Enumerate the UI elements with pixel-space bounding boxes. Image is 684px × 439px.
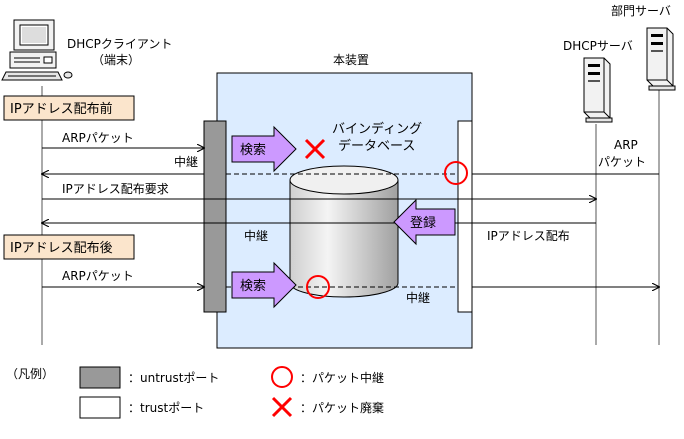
svg-text:登録: 登録	[410, 216, 436, 231]
arp-packet-label-2: ARPパケット	[62, 269, 134, 283]
search-arrow-1: 検索	[231, 125, 297, 173]
legend-title: （凡例）	[6, 367, 54, 381]
trust-port	[457, 120, 473, 313]
binding-database-cylinder	[289, 165, 399, 298]
arp-packet-label-1: ARPパケット	[62, 131, 134, 145]
relay-label-3: 中継	[406, 290, 430, 305]
client-sub: （端末）	[92, 53, 140, 67]
relay-label-2: 中継	[244, 228, 268, 243]
legend-untrust-label: ：untrustポート	[128, 371, 219, 385]
arp-label-1: ARP	[614, 138, 638, 152]
relay-mark-1	[444, 161, 468, 185]
dept-server-label: 部門サーバ	[611, 3, 671, 18]
phase-before-box	[3, 95, 135, 121]
discard-mark	[304, 138, 326, 160]
svg-text:検索: 検索	[240, 279, 266, 294]
search-arrow-2: 検索	[231, 261, 297, 309]
register-arrow: 登録	[393, 198, 456, 246]
dhcp-server-icon	[583, 57, 613, 123]
legend-trust-swatch	[79, 396, 121, 419]
ip-request-label: IPアドレス配布要求	[62, 182, 169, 196]
ip-distribute-label: IPアドレス配布	[487, 229, 570, 243]
relay-label-1: 中継	[174, 154, 198, 169]
device-title: 本装置	[333, 53, 369, 67]
dept-server-icon	[646, 27, 676, 91]
untrust-port	[203, 120, 227, 313]
binding-db-label-1: バインディング	[332, 121, 422, 137]
legend-trust-label: ：trustポート	[128, 401, 204, 415]
legend-relay-icon	[271, 366, 293, 388]
legend-discard-label: ：パケット廃棄	[300, 400, 384, 415]
legend-discard-icon	[271, 396, 293, 418]
phase-after-label: IPアドレス配布後	[10, 241, 113, 256]
svg-text:検索: 検索	[240, 143, 266, 158]
client-computer-icon	[1, 19, 73, 81]
binding-db-label-2: データベース	[338, 138, 415, 154]
dhcp-server-label: DHCPサーバ	[563, 39, 633, 53]
phase-after-box	[3, 234, 135, 260]
phase-before-label: IPアドレス配布前	[10, 101, 113, 117]
relay-mark-2	[306, 275, 330, 299]
client-name: DHCPクライアント	[67, 37, 172, 51]
arp-label-2: パケット	[598, 155, 646, 169]
legend-relay-label: ：パケット中継	[300, 370, 384, 385]
legend-untrust-swatch	[79, 366, 121, 389]
